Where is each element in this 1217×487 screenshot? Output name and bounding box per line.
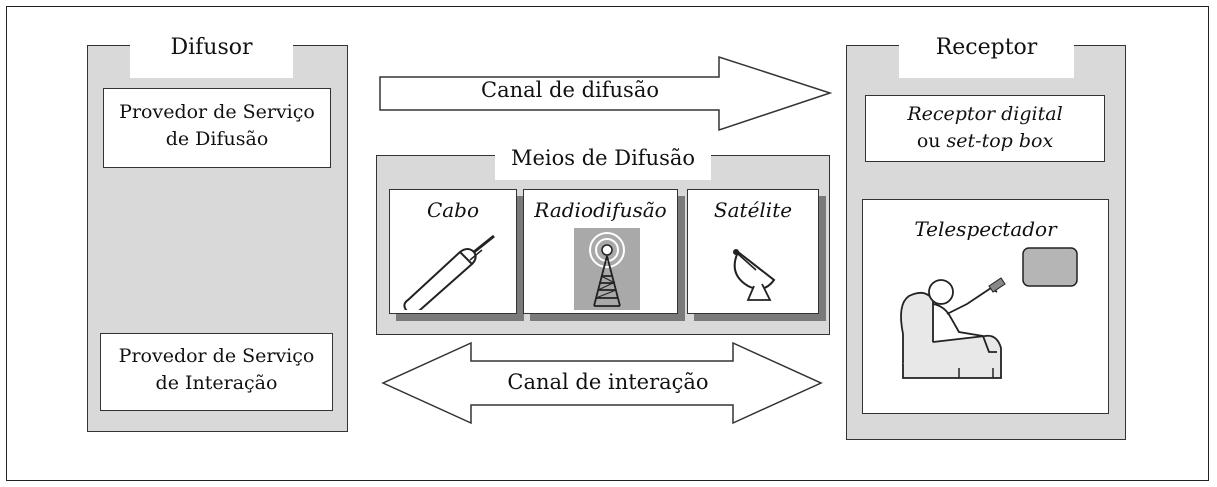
receptor-device-line1: Receptor digital	[907, 103, 1063, 125]
interaction-provider-line2: de Interação	[155, 372, 278, 394]
media-label-satellite: Satélite	[713, 198, 793, 222]
broadcast-tower-icon	[574, 228, 640, 310]
viewer-in-armchair-icon	[900, 247, 1078, 379]
broadcast-channel-label: Canal de difusão	[481, 78, 659, 102]
broadcast-provider-box: Provedor de Serviço de Difusão	[103, 88, 331, 168]
interaction-provider-line1: Provedor de Serviço	[118, 345, 315, 367]
receptor-device-box: Receptor digital ou set-top box	[865, 95, 1105, 162]
viewer-box: Telespectador	[862, 199, 1109, 414]
cable-icon	[403, 234, 495, 310]
receptor-title: Receptor	[899, 32, 1074, 78]
receptor-device-prefix: ou	[916, 130, 947, 152]
media-card-broadcast: Radiodifusão	[523, 189, 678, 314]
broadcast-channel-arrow	[379, 55, 833, 132]
interaction-channel-label: Canal de interação	[507, 370, 709, 394]
receptor-device-stb: set-top box	[946, 130, 1054, 152]
media-card-cable: Cabo	[389, 189, 517, 314]
satellite-dish-icon	[733, 249, 776, 301]
media-label-cable: Cabo	[426, 198, 480, 222]
receptor-device-line2: ou set-top box	[866, 128, 1104, 155]
media-title: Meios de Difusão	[495, 140, 711, 180]
difusor-title: Difusor	[130, 32, 293, 78]
media-label-broadcast: Radiodifusão	[534, 198, 667, 222]
interaction-channel-arrow	[381, 341, 823, 425]
interaction-provider-box: Provedor de Serviço de Interação	[100, 333, 333, 411]
viewer-label: Telespectador	[914, 217, 1057, 241]
media-card-satellite: Satélite	[687, 189, 819, 314]
broadcast-provider-label: Provedor de Serviço de Difusão	[119, 101, 315, 150]
